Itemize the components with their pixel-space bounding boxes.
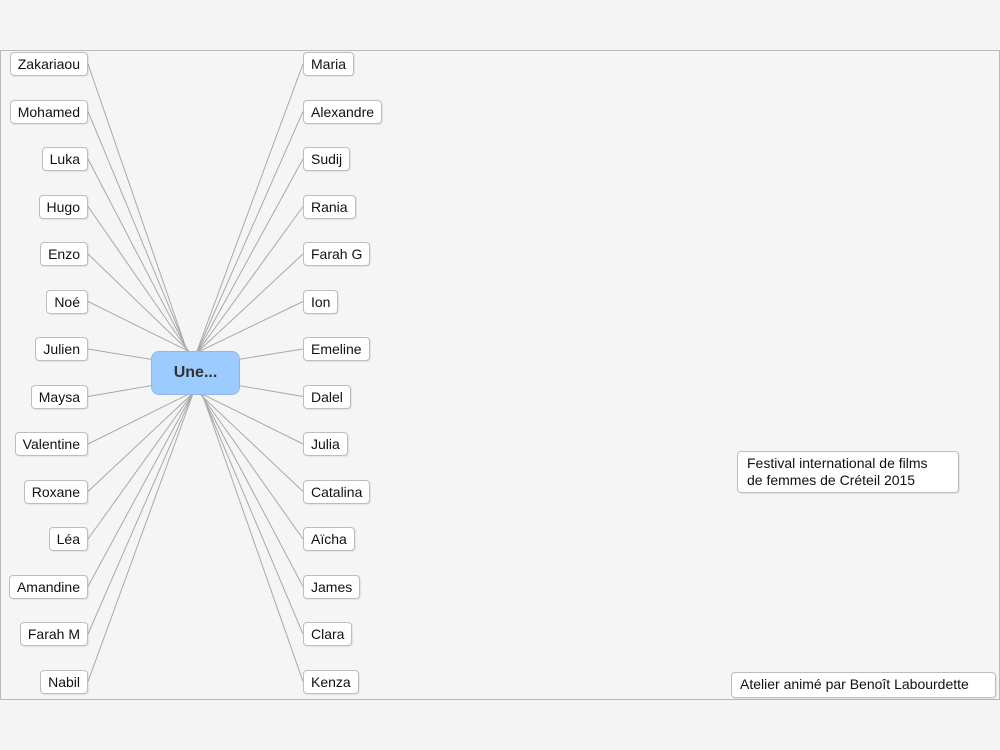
topic-maria[interactable]: Maria [303,52,355,76]
topic-catalina[interactable]: Catalina [303,479,371,504]
topic-sudij[interactable]: Sudij [303,147,351,171]
topic-james[interactable]: James [303,574,361,599]
topic-dalel[interactable]: Dalel [303,384,351,409]
topic-mohamed[interactable]: Mohamed [9,99,88,124]
topic-amandine[interactable]: Amandine [8,574,88,599]
topic-julien[interactable]: Julien [35,337,88,361]
topic-farah-m[interactable]: Farah M [19,622,88,646]
topic-zakariaou[interactable]: Zakariaou [9,52,88,76]
topic-ion[interactable]: Ion [303,289,339,314]
topic-aicha[interactable]: Aïcha [303,527,355,551]
topic-alexandre[interactable]: Alexandre [303,99,383,124]
topic-farah-g[interactable]: Farah G [303,242,371,266]
central-topic[interactable]: Une... [151,351,240,395]
festival-note-line-1: Festival international de films [747,455,928,471]
festival-note[interactable]: Festival international de films de femme… [737,451,959,493]
topic-clara[interactable]: Clara [303,622,353,646]
topic-maysa[interactable]: Maysa [30,384,88,409]
topic-nabil[interactable]: Nabil [40,669,88,694]
topic-hugo[interactable]: Hugo [38,194,88,219]
topic-kenza[interactable]: Kenza [303,669,359,694]
festival-note-line-2: de femmes de Créteil 2015 [747,472,916,488]
topic-rania[interactable]: Rania [303,194,356,219]
topic-emeline[interactable]: Emeline [303,337,370,361]
topic-luka[interactable]: Luka [41,147,88,171]
topic-noe[interactable]: Noé [46,289,88,314]
topic-lea[interactable]: Léa [48,527,88,551]
topic-julia[interactable]: Julia [303,432,348,456]
topic-enzo[interactable]: Enzo [40,242,88,266]
topic-roxane[interactable]: Roxane [23,479,88,504]
atelier-note[interactable]: Atelier animé par Benoît Labourdette [731,672,996,698]
topic-valentine[interactable]: Valentine [14,432,88,456]
mindmap-canvas [0,50,1000,700]
